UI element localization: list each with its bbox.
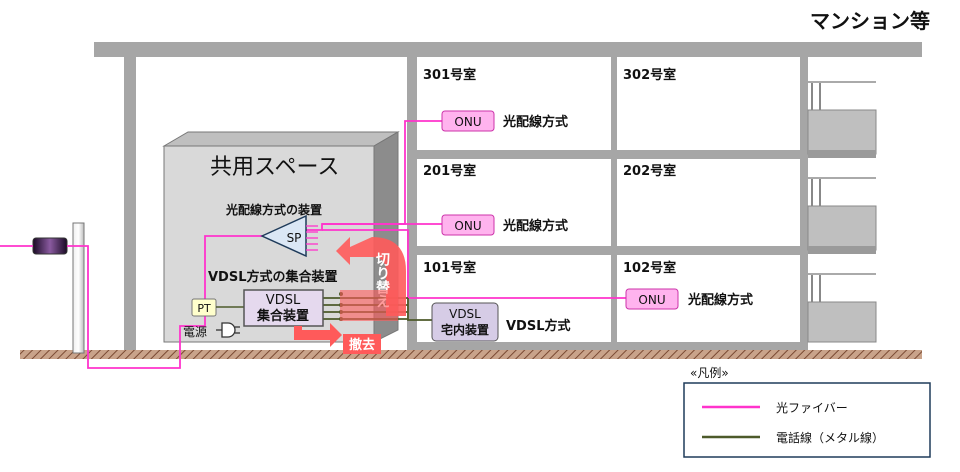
splitter-label: SP (287, 231, 302, 245)
balconies (807, 81, 877, 343)
vdsl-home-line2: 宅内装置 (441, 322, 489, 337)
power-plug-icon (216, 322, 240, 338)
right-wall (800, 57, 808, 350)
legend-metal-label: 電話線（メタル線） (776, 430, 884, 445)
floor-2 (407, 246, 808, 255)
vdsl-collective-unit (243, 289, 324, 327)
power-label: 電源 (183, 325, 207, 339)
vdsl-unit-line2: 集合装置 (256, 308, 309, 324)
left-pillar (124, 57, 136, 350)
method-102-label: 光配線方式 (687, 292, 753, 308)
removal-badge (343, 334, 381, 354)
diagram-title: マンション等 (810, 9, 930, 33)
method-201-label: 光配線方式 (502, 218, 568, 234)
legend-title: «凡例» (690, 366, 729, 380)
room-label-102: 102号室 (623, 260, 676, 276)
onu-201 (441, 214, 495, 236)
vdsl-unit-line1: VDSL (266, 293, 301, 308)
closure-box (32, 237, 68, 255)
vdsl-group-label: VDSL方式の集合装置 (208, 269, 338, 285)
onu-201-label: ONU (454, 219, 481, 233)
room-divider-wall (611, 57, 617, 350)
splitter-ports (306, 225, 318, 251)
room-label-302: 302号室 (623, 67, 676, 83)
shared-space-label: 共用スペース (210, 155, 339, 180)
fiber-lines (0, 120, 626, 369)
floor-1 (407, 342, 808, 350)
onu-301 (441, 110, 495, 132)
utility-pole (72, 222, 85, 354)
method-301-label: 光配線方式 (502, 114, 568, 130)
onu-301-label: ONU (454, 115, 481, 129)
shared-space (162, 131, 400, 343)
roof (94, 42, 922, 57)
room-label-301: 301号室 (423, 67, 476, 83)
vdsl-home-line1: VDSL (449, 307, 481, 321)
legend: 光ファイバー 電話線（メタル線） (683, 382, 931, 458)
floor-3 (407, 150, 808, 159)
room-label-202: 202号室 (623, 163, 676, 179)
splitter (260, 214, 307, 258)
room-label-101: 101号室 (423, 260, 476, 276)
vdsl-home-unit-101 (431, 302, 499, 342)
vdsl-method-label: VDSL方式 (506, 318, 571, 334)
legend-box (683, 382, 931, 458)
pt-label: PT (197, 302, 211, 315)
mid-wall (407, 57, 417, 350)
removal-label: 撤去 (349, 337, 375, 353)
onu-102 (625, 288, 679, 310)
onu-102-label: ONU (638, 293, 665, 307)
switch-highlight (340, 290, 398, 321)
removal-arrow (294, 323, 342, 347)
building (94, 42, 922, 350)
room-label-201: 201号室 (423, 163, 476, 179)
ground-strip (20, 350, 922, 359)
legend-fiber-label: 光ファイバー (776, 401, 848, 415)
optical-equipment-label: 光配線方式の装置 (225, 202, 322, 217)
